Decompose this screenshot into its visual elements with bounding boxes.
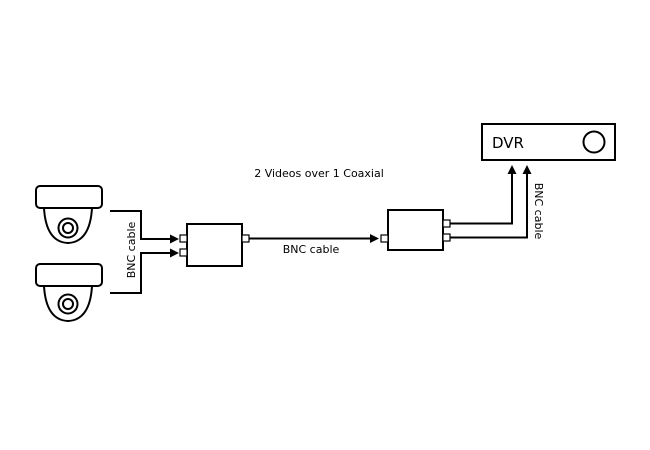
receiver-to-dvr-cable-1 [450,174,513,225]
receiver-body [387,209,444,251]
transmitter-body [186,223,243,267]
camera-1-lens-inner [62,222,74,234]
diagram-title: 2 Videos over 1 Coaxial [254,167,384,180]
dome-camera-2 [35,263,103,323]
camera-2-lens-inner [62,298,74,310]
right-cable-label: BNC cable [532,183,545,240]
receiver-to-dvr-cable-2-arrowhead [522,165,532,174]
camera-1-housing [35,185,103,209]
dvr-unit: DVR [481,123,616,161]
transmitter-input-port-2 [179,248,188,257]
dvr-label: DVR [492,134,524,152]
camera-2-cable [110,252,172,294]
camera-1-cable-arrowhead [170,234,179,244]
transmitter-output-port [241,234,250,243]
camera-2-dome [43,285,93,323]
receiver-input-port [380,234,389,243]
receiver-to-dvr-cable-1-arrowhead [507,165,517,174]
dvr-body [481,123,616,161]
camera-1-dome [43,207,93,245]
dvr-power-knob-icon [582,130,606,154]
receiver-output-port-1 [442,219,451,228]
camera-2-lens-outer [57,293,79,315]
left-cable-label: BNC cable [125,221,138,278]
camera-2-housing [35,263,103,287]
dome-camera-1 [35,185,103,245]
receiver-to-dvr-cable-2 [450,174,528,239]
coaxial-cable-arrowhead [370,234,379,243]
transmitter-input-port-1 [179,234,188,243]
receiver-box [380,209,451,251]
camera-1-lens-outer [57,217,79,239]
receiver-output-port-2 [442,233,451,242]
camera-2-cable-arrowhead [170,248,179,258]
middle-cable-label: BNC cable [283,243,340,256]
transmitter-box [179,223,250,267]
camera-1-cable [110,210,172,240]
